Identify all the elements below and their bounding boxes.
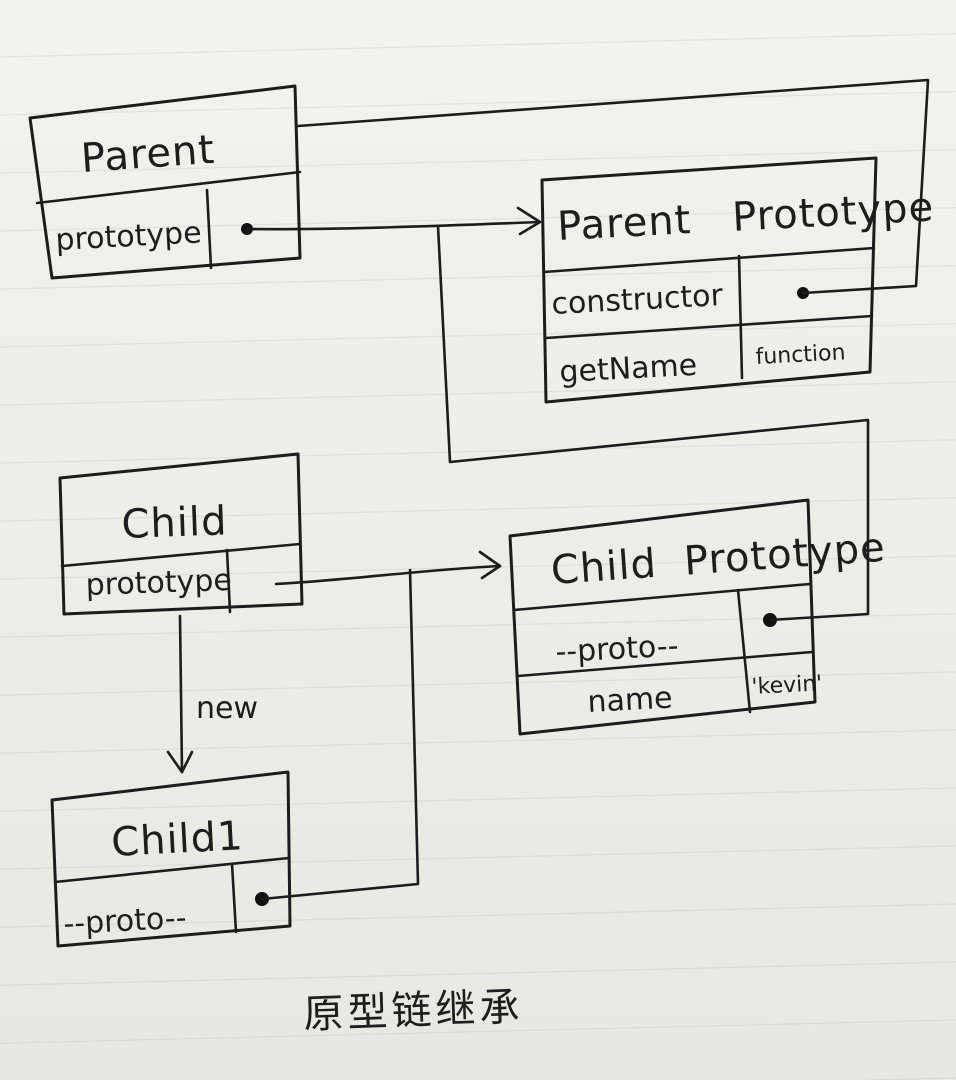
parent-prototype-divider-1: [542, 246, 876, 274]
new-label: new: [196, 691, 258, 726]
edge-constructor-to-parent: [296, 78, 930, 295]
parent-prototype-title: Parent Prototype: [556, 184, 935, 250]
parent-prototype-field-constructor: constructor: [551, 278, 725, 322]
child-prototype-field-name: name: [587, 681, 674, 720]
edge-child-prototype: [274, 550, 502, 586]
edge-new: [166, 614, 194, 774]
parent-field-prototype: prototype: [55, 215, 203, 258]
child-node: Child prototype: [58, 452, 304, 616]
child-prototype-value-kevin: 'kevin': [751, 671, 823, 700]
child1-title: Child1: [110, 813, 245, 866]
diagram-caption: 原型链继承: [303, 984, 524, 1038]
parent-prototype-value-function: function: [755, 340, 846, 370]
child-prototype-field-proto: --proto--: [555, 629, 680, 670]
child-title: Child: [121, 498, 228, 548]
parent-prototype-divider-2: [544, 314, 874, 340]
edge-child1-proto-to-child-prototype: [260, 568, 420, 901]
child-field-prototype: prototype: [85, 563, 232, 603]
child-prototype-divider-1: [512, 582, 812, 612]
child1-node: Child1 --proto--: [50, 770, 292, 948]
child1-box: [50, 770, 292, 948]
child1-field-proto: --proto--: [63, 901, 188, 942]
child-prototype-title: Child Prototype: [549, 525, 887, 594]
parent-title: Parent: [79, 127, 216, 182]
child-prototype-field-divider: [736, 588, 752, 714]
child-prototype-box: [508, 498, 817, 736]
parent-prototype-box: [540, 156, 878, 404]
parent-box: [28, 84, 302, 280]
child-divider: [60, 542, 302, 568]
parent-prototype-node: Parent Prototype constructor getName fun…: [540, 156, 935, 404]
parent-field-divider: [205, 188, 213, 270]
edge-child-proto-to-parent-prototype: [436, 224, 870, 622]
child-field-divider: [225, 548, 232, 614]
child-prototype-divider-2: [516, 650, 814, 678]
parent-divider: [35, 170, 302, 205]
child1-field-divider: [230, 862, 238, 934]
edge-parent-prototype: [245, 206, 542, 236]
parent-node: Parent prototype: [28, 84, 302, 280]
child-box: [58, 452, 304, 616]
parent-prototype-field-getname: getName: [559, 348, 698, 390]
parent-prototype-field-divider: [737, 254, 744, 380]
child1-divider: [53, 856, 291, 884]
